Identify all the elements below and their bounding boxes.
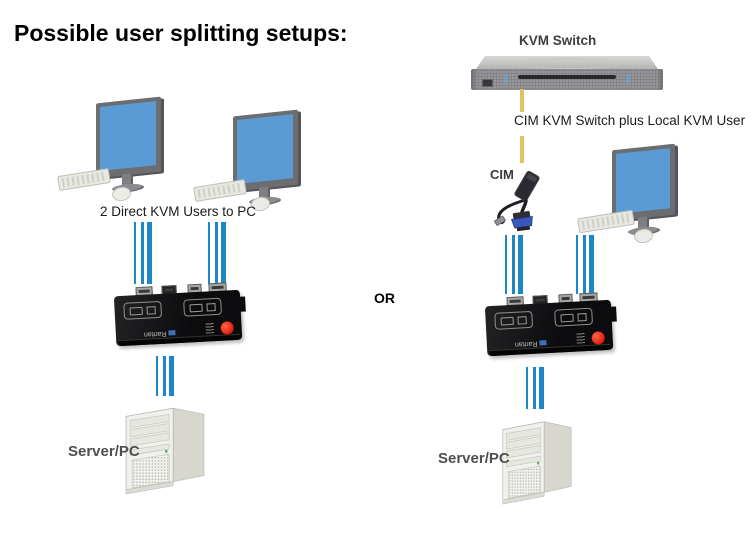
kvm-splitter-device: Raritan (484, 291, 617, 362)
brand-logo-icon (539, 340, 547, 346)
kvm-switch-top (476, 56, 658, 69)
cim-label: CIM (490, 167, 514, 182)
server-tower (125, 407, 205, 495)
monitor-icon (129, 306, 143, 316)
cable-bundle (156, 356, 174, 396)
kvm-switch-label: KVM Switch (519, 33, 597, 48)
or-label: OR (374, 290, 395, 306)
brand-logo: Raritan (144, 329, 176, 338)
keyboard-icon (577, 312, 587, 321)
cim-cable (520, 136, 524, 163)
cable-bundle (505, 235, 523, 294)
monitor-icon (500, 316, 514, 326)
splitter-body: Raritan (113, 289, 243, 347)
monitor-screen (237, 114, 293, 184)
dip-switch (205, 322, 214, 334)
keyboard-icon (517, 315, 527, 325)
splitter-bottom-edge (489, 344, 612, 357)
page-title: Possible user splitting setups: (14, 20, 348, 46)
kvm-switch-device (471, 56, 663, 91)
cable-bundle (134, 222, 152, 284)
led-indicator (627, 74, 629, 83)
channel-2-panel (183, 297, 222, 317)
monitor-screen (100, 101, 156, 171)
brand-logo-text: Raritan (143, 329, 167, 338)
monitor-icon (189, 303, 203, 312)
splitter-body: Raritan (484, 299, 614, 357)
monitor-screen (616, 148, 670, 214)
brand-logo-icon (168, 330, 176, 336)
channel-1-panel (123, 300, 163, 320)
mounting-tab (239, 296, 246, 312)
monitor-frame (612, 143, 675, 222)
cable-bundle (526, 367, 544, 409)
channel-1-panel (494, 310, 534, 330)
kvm-switch-front (471, 69, 663, 90)
monitor-icon (560, 313, 574, 322)
splitter-bottom-edge (118, 334, 241, 347)
power-button (591, 331, 606, 345)
mounting-tab (610, 306, 617, 322)
cable-bundle (208, 222, 226, 284)
left-setup-caption: 2 Direct KVM Users to PC (100, 204, 257, 219)
cim-cable (520, 89, 524, 112)
kvm-switch-slot (518, 75, 616, 79)
right-setup-caption: CIM KVM Switch plus Local KVM User (514, 113, 746, 128)
server-label: Server/PC (68, 443, 140, 460)
server-label: Server/PC (438, 450, 510, 467)
keyboard-icon (146, 305, 156, 315)
channel-2-panel (554, 307, 593, 327)
cim-dongle (494, 170, 540, 232)
keyboard-icon (206, 302, 216, 311)
brand-logo: Raritan (515, 339, 547, 348)
monitor-frame (96, 96, 161, 179)
front-port (482, 79, 493, 87)
power-button (220, 321, 235, 335)
cable-bundle (576, 235, 594, 294)
kvm-splitter-device: Raritan (113, 281, 246, 352)
brand-logo-text: Raritan (514, 339, 538, 348)
led-indicator (505, 74, 507, 83)
server-tower (502, 421, 572, 505)
dip-switch (576, 332, 585, 344)
